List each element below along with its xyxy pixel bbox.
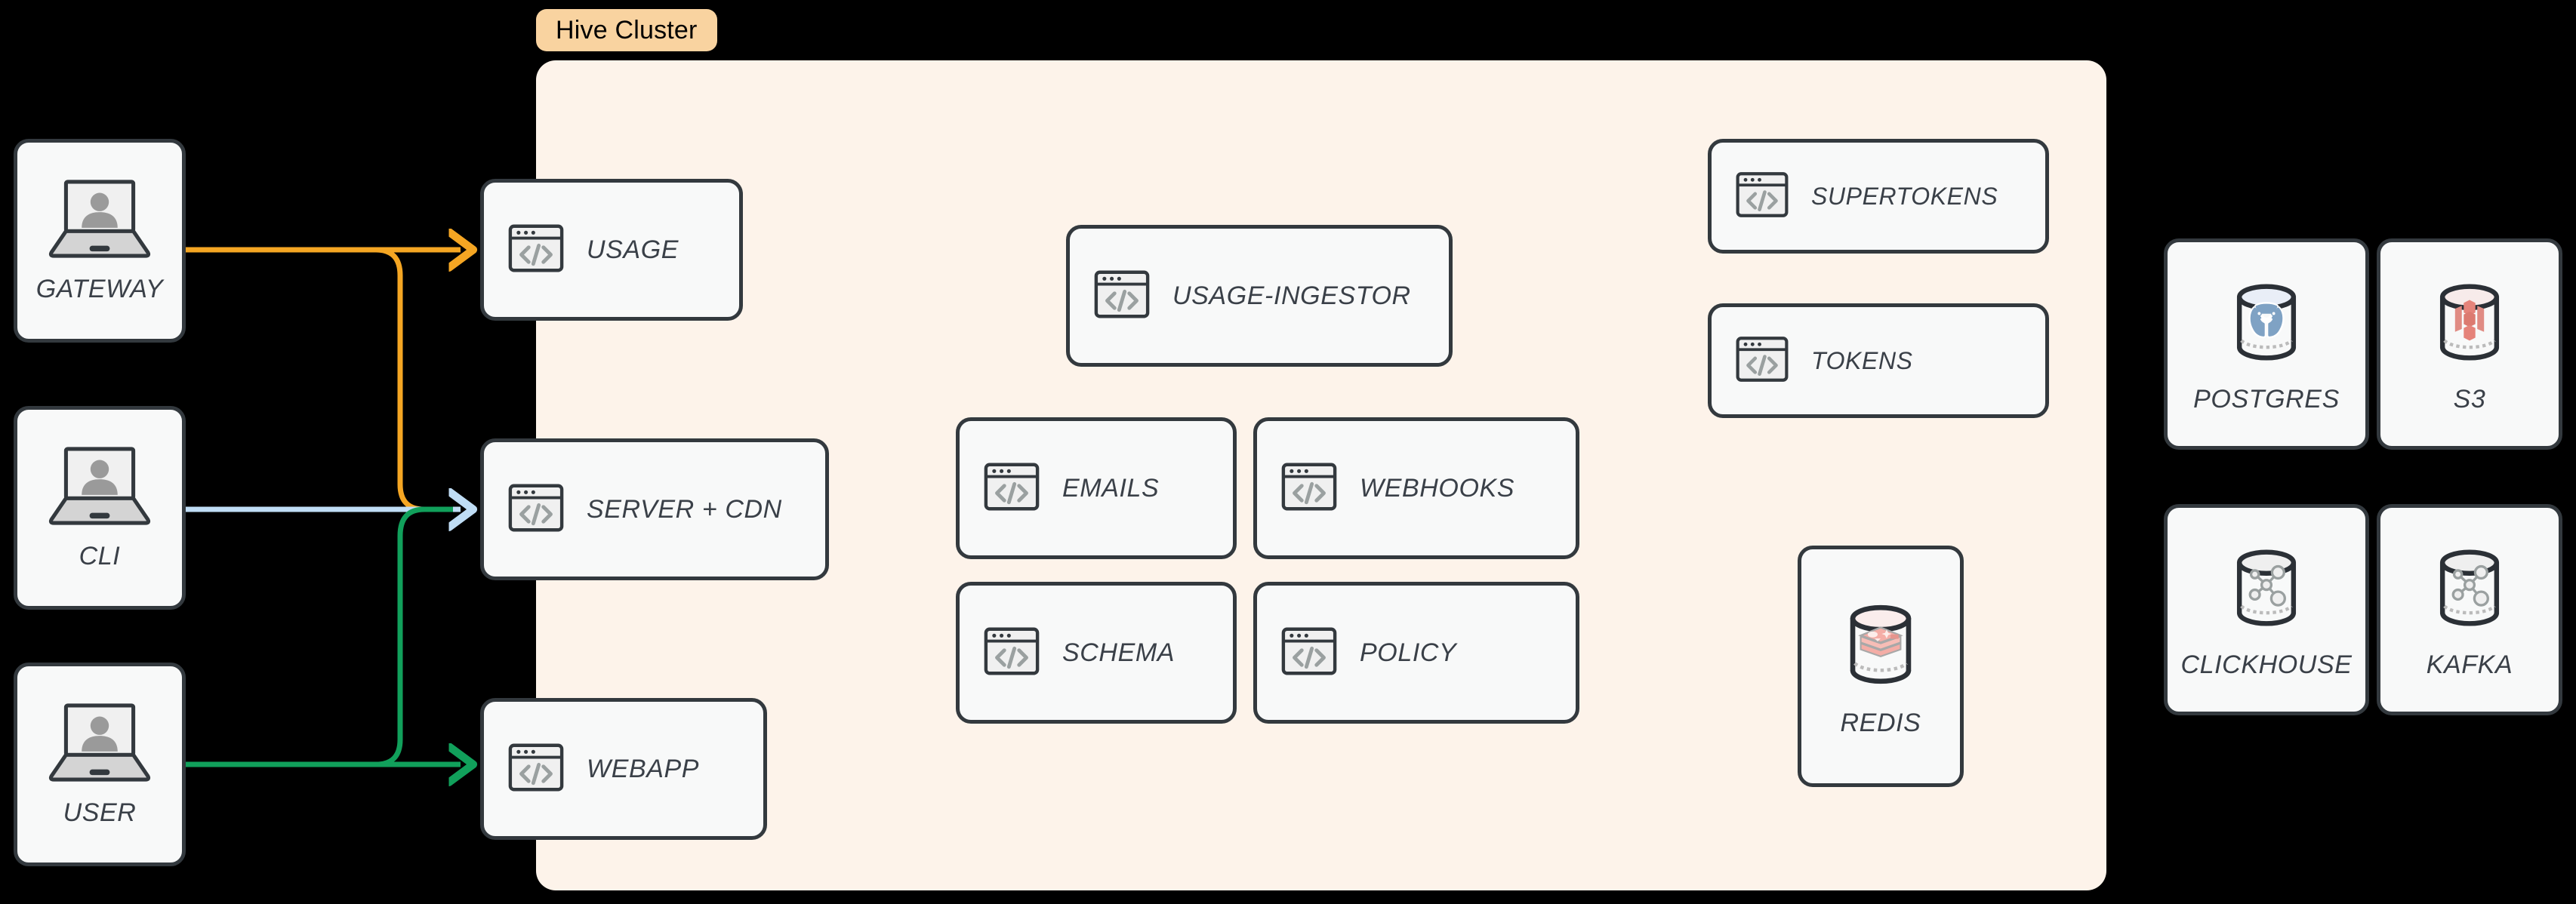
- service-node-webhooks[interactable]: WEBHOOKS: [1253, 417, 1579, 559]
- s3-database-icon: [2421, 274, 2518, 374]
- hive-cluster-badge-label: Hive Cluster: [556, 15, 698, 45]
- service-node-usage-ingestor[interactable]: USAGE-INGESTOR: [1066, 225, 1453, 367]
- datastore-label: KAFKA: [2426, 650, 2513, 679]
- service-node-usage[interactable]: USAGE: [480, 179, 743, 321]
- client-node-cli[interactable]: CLI: [14, 406, 186, 610]
- generic-database-icon: [2218, 540, 2315, 640]
- laptop-user-icon: [43, 444, 156, 531]
- service-label: USAGE: [587, 235, 679, 264]
- datastore-node-clickhouse[interactable]: CLICKHOUSE: [2164, 504, 2369, 715]
- code-window-icon: [507, 219, 565, 281]
- client-label: USER: [63, 798, 137, 827]
- code-window-icon: [1280, 622, 1339, 684]
- datastore-node-postgres[interactable]: POSTGRES: [2164, 238, 2369, 450]
- service-label: SCHEMA: [1062, 638, 1176, 667]
- client-label: GATEWAY: [35, 275, 164, 303]
- code-window-icon: [982, 622, 1041, 684]
- service-node-webapp[interactable]: WEBAPP: [480, 698, 767, 840]
- client-label: CLI: [79, 542, 121, 570]
- service-label: SUPERTOKENS: [1811, 182, 1998, 210]
- service-label: WEBHOOKS: [1360, 473, 1515, 503]
- service-node-supertokens[interactable]: SUPERTOKENS: [1708, 139, 2049, 254]
- laptop-user-icon: [43, 177, 156, 264]
- datastore-label: CLICKHOUSE: [2180, 650, 2353, 679]
- code-window-icon: [982, 457, 1041, 520]
- service-node-schema[interactable]: SCHEMA: [956, 582, 1237, 724]
- code-window-icon: [1734, 167, 1790, 226]
- hive-cluster-badge: Hive Cluster: [536, 9, 717, 51]
- datastore-label: POSTGRES: [2193, 385, 2340, 414]
- code-window-icon: [1092, 265, 1151, 327]
- datastore-node-s3[interactable]: S3: [2377, 238, 2562, 450]
- service-label: TOKENS: [1811, 346, 1913, 374]
- service-label: POLICY: [1360, 638, 1457, 667]
- service-label: WEBAPP: [587, 754, 700, 783]
- code-window-icon: [507, 738, 565, 801]
- postgres-database-icon: [2218, 274, 2315, 374]
- code-window-icon: [507, 478, 565, 541]
- service-node-tokens[interactable]: TOKENS: [1708, 303, 2049, 418]
- service-node-emails[interactable]: EMAILS: [956, 417, 1237, 559]
- laptop-user-icon: [43, 701, 156, 788]
- code-window-icon: [1734, 331, 1790, 391]
- datastore-node-redis[interactable]: REDIS: [1798, 546, 1964, 787]
- generic-database-icon: [2421, 540, 2518, 640]
- service-label: SERVER + CDN: [587, 494, 782, 524]
- service-node-server-cdn[interactable]: SERVER + CDN: [480, 438, 829, 580]
- code-window-icon: [1280, 457, 1339, 520]
- service-label: EMAILS: [1062, 473, 1160, 503]
- datastore-label: REDIS: [1840, 709, 1921, 737]
- datastore-node-kafka[interactable]: KAFKA: [2377, 504, 2562, 715]
- datastore-label: S3: [2453, 385, 2486, 414]
- redis-database-icon: [1831, 595, 1930, 698]
- client-node-gateway[interactable]: GATEWAY: [14, 139, 186, 343]
- service-label: USAGE-INGESTOR: [1172, 281, 1411, 310]
- service-node-policy[interactable]: POLICY: [1253, 582, 1579, 724]
- client-node-user[interactable]: USER: [14, 663, 186, 866]
